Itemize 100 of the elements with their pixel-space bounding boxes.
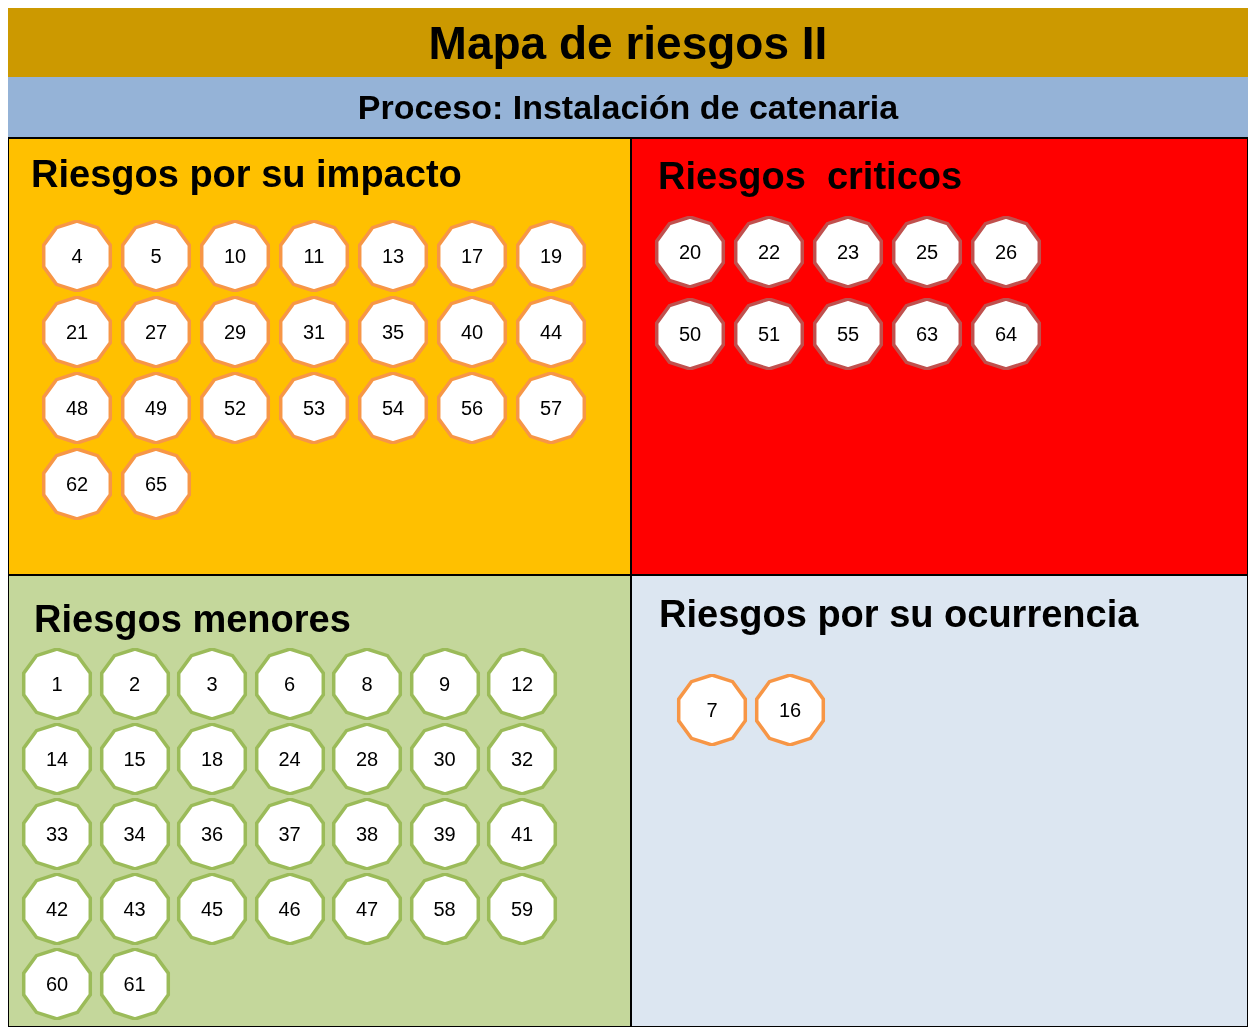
quadrant-heading: Riesgos menores xyxy=(34,598,351,641)
risk-decagon xyxy=(98,873,171,945)
risk-decagon xyxy=(812,216,884,288)
risk-decagon xyxy=(120,372,192,444)
risk-number: 31 xyxy=(301,319,327,345)
risk-number: 64 xyxy=(993,321,1019,347)
risk-number: 59 xyxy=(509,896,535,922)
quadrant-panel xyxy=(631,138,1248,575)
risk-number: 50 xyxy=(677,321,703,347)
risk-number: 43 xyxy=(122,896,147,922)
risk-number: 60 xyxy=(44,971,70,997)
risk-decagon xyxy=(654,216,726,288)
risk-number: 63 xyxy=(914,321,940,347)
risk-number: 32 xyxy=(509,746,535,772)
risk-decagon xyxy=(120,296,192,368)
risk-number: 16 xyxy=(777,697,803,723)
risk-decagon xyxy=(253,723,326,795)
risk-number: 24 xyxy=(277,746,302,772)
risk-number: 55 xyxy=(835,321,861,347)
risk-number: 48 xyxy=(64,395,90,421)
risk-number: 30 xyxy=(432,746,457,772)
risk-number: 2 xyxy=(127,671,142,697)
risk-decagon xyxy=(120,448,192,520)
risk-number: 51 xyxy=(756,321,782,347)
risk-decagon xyxy=(970,298,1042,370)
risk-number: 46 xyxy=(277,896,302,922)
risk-number: 7 xyxy=(705,697,719,723)
risk-number: 57 xyxy=(538,395,564,421)
risk-decagon xyxy=(970,216,1042,288)
risk-decagon xyxy=(21,648,93,720)
quadrant-heading: Riesgos por su impacto xyxy=(31,153,462,196)
risk-decagon xyxy=(486,873,558,945)
risk-decagon xyxy=(515,372,587,444)
risk-number: 40 xyxy=(459,319,485,345)
risk-decagon xyxy=(278,296,350,368)
risk-number: 45 xyxy=(199,896,225,922)
risk-decagon xyxy=(654,298,726,370)
risk-number: 38 xyxy=(354,821,380,847)
risk-decagon xyxy=(278,220,350,292)
risk-number: 6 xyxy=(282,671,297,697)
risk-decagon xyxy=(41,220,113,292)
risk-number: 3 xyxy=(205,671,219,697)
risk-number: 33 xyxy=(44,821,70,847)
risk-decagon xyxy=(357,296,429,368)
risk-number: 53 xyxy=(301,395,327,421)
risk-decagon xyxy=(331,798,403,870)
risk-number: 34 xyxy=(122,821,147,847)
risk-decagon xyxy=(98,648,171,720)
risk-number: 35 xyxy=(380,319,406,345)
risk-number: 61 xyxy=(122,971,147,997)
risk-number: 37 xyxy=(277,821,302,847)
risk-number: 8 xyxy=(360,671,374,697)
risk-decagon xyxy=(41,372,113,444)
risk-number: 17 xyxy=(459,243,485,269)
risk-decagon xyxy=(357,220,429,292)
risk-decagon xyxy=(331,648,403,720)
risk-decagon xyxy=(486,798,558,870)
risk-number: 49 xyxy=(143,395,169,421)
risk-number: 10 xyxy=(222,243,248,269)
risk-decagon xyxy=(891,216,963,288)
risk-number: 26 xyxy=(993,239,1019,265)
risk-decagon xyxy=(98,948,171,1020)
risk-decagon xyxy=(41,296,113,368)
risk-decagon xyxy=(176,648,248,720)
risk-decagon xyxy=(486,648,558,720)
risk-decagon xyxy=(408,648,481,720)
risk-number: 18 xyxy=(199,746,225,772)
risk-decagon xyxy=(21,948,93,1020)
risk-decagon xyxy=(515,296,587,368)
risk-decagon xyxy=(278,372,350,444)
risk-number: 13 xyxy=(380,243,406,269)
risk-number: 4 xyxy=(70,243,84,269)
risk-decagon xyxy=(436,372,508,444)
risk-decagon xyxy=(676,674,748,746)
risk-number: 27 xyxy=(143,319,169,345)
risk-decagon xyxy=(98,723,171,795)
risk-number: 39 xyxy=(432,821,457,847)
risk-decagon xyxy=(733,298,805,370)
risk-number: 20 xyxy=(677,239,703,265)
risk-decagon xyxy=(21,798,93,870)
risk-number: 23 xyxy=(835,239,861,265)
risk-number: 54 xyxy=(380,395,406,421)
quadrant-panel xyxy=(8,138,631,575)
risk-number: 47 xyxy=(354,896,380,922)
risk-decagon xyxy=(98,798,171,870)
risk-number: 1 xyxy=(50,671,64,697)
risk-decagon xyxy=(486,723,558,795)
risk-decagon xyxy=(408,873,481,945)
quadrant-heading: Riesgos criticos xyxy=(658,155,963,198)
risk-decagon xyxy=(733,216,805,288)
risk-decagon xyxy=(41,448,113,520)
risk-decagon xyxy=(199,220,271,292)
risk-number: 22 xyxy=(756,239,782,265)
risk-decagon xyxy=(21,873,93,945)
risk-decagon xyxy=(812,298,884,370)
risk-decagon xyxy=(331,723,403,795)
risk-number: 25 xyxy=(914,239,940,265)
risk-decagon xyxy=(199,296,271,368)
risk-decagon xyxy=(408,723,481,795)
risk-number: 62 xyxy=(64,471,90,497)
